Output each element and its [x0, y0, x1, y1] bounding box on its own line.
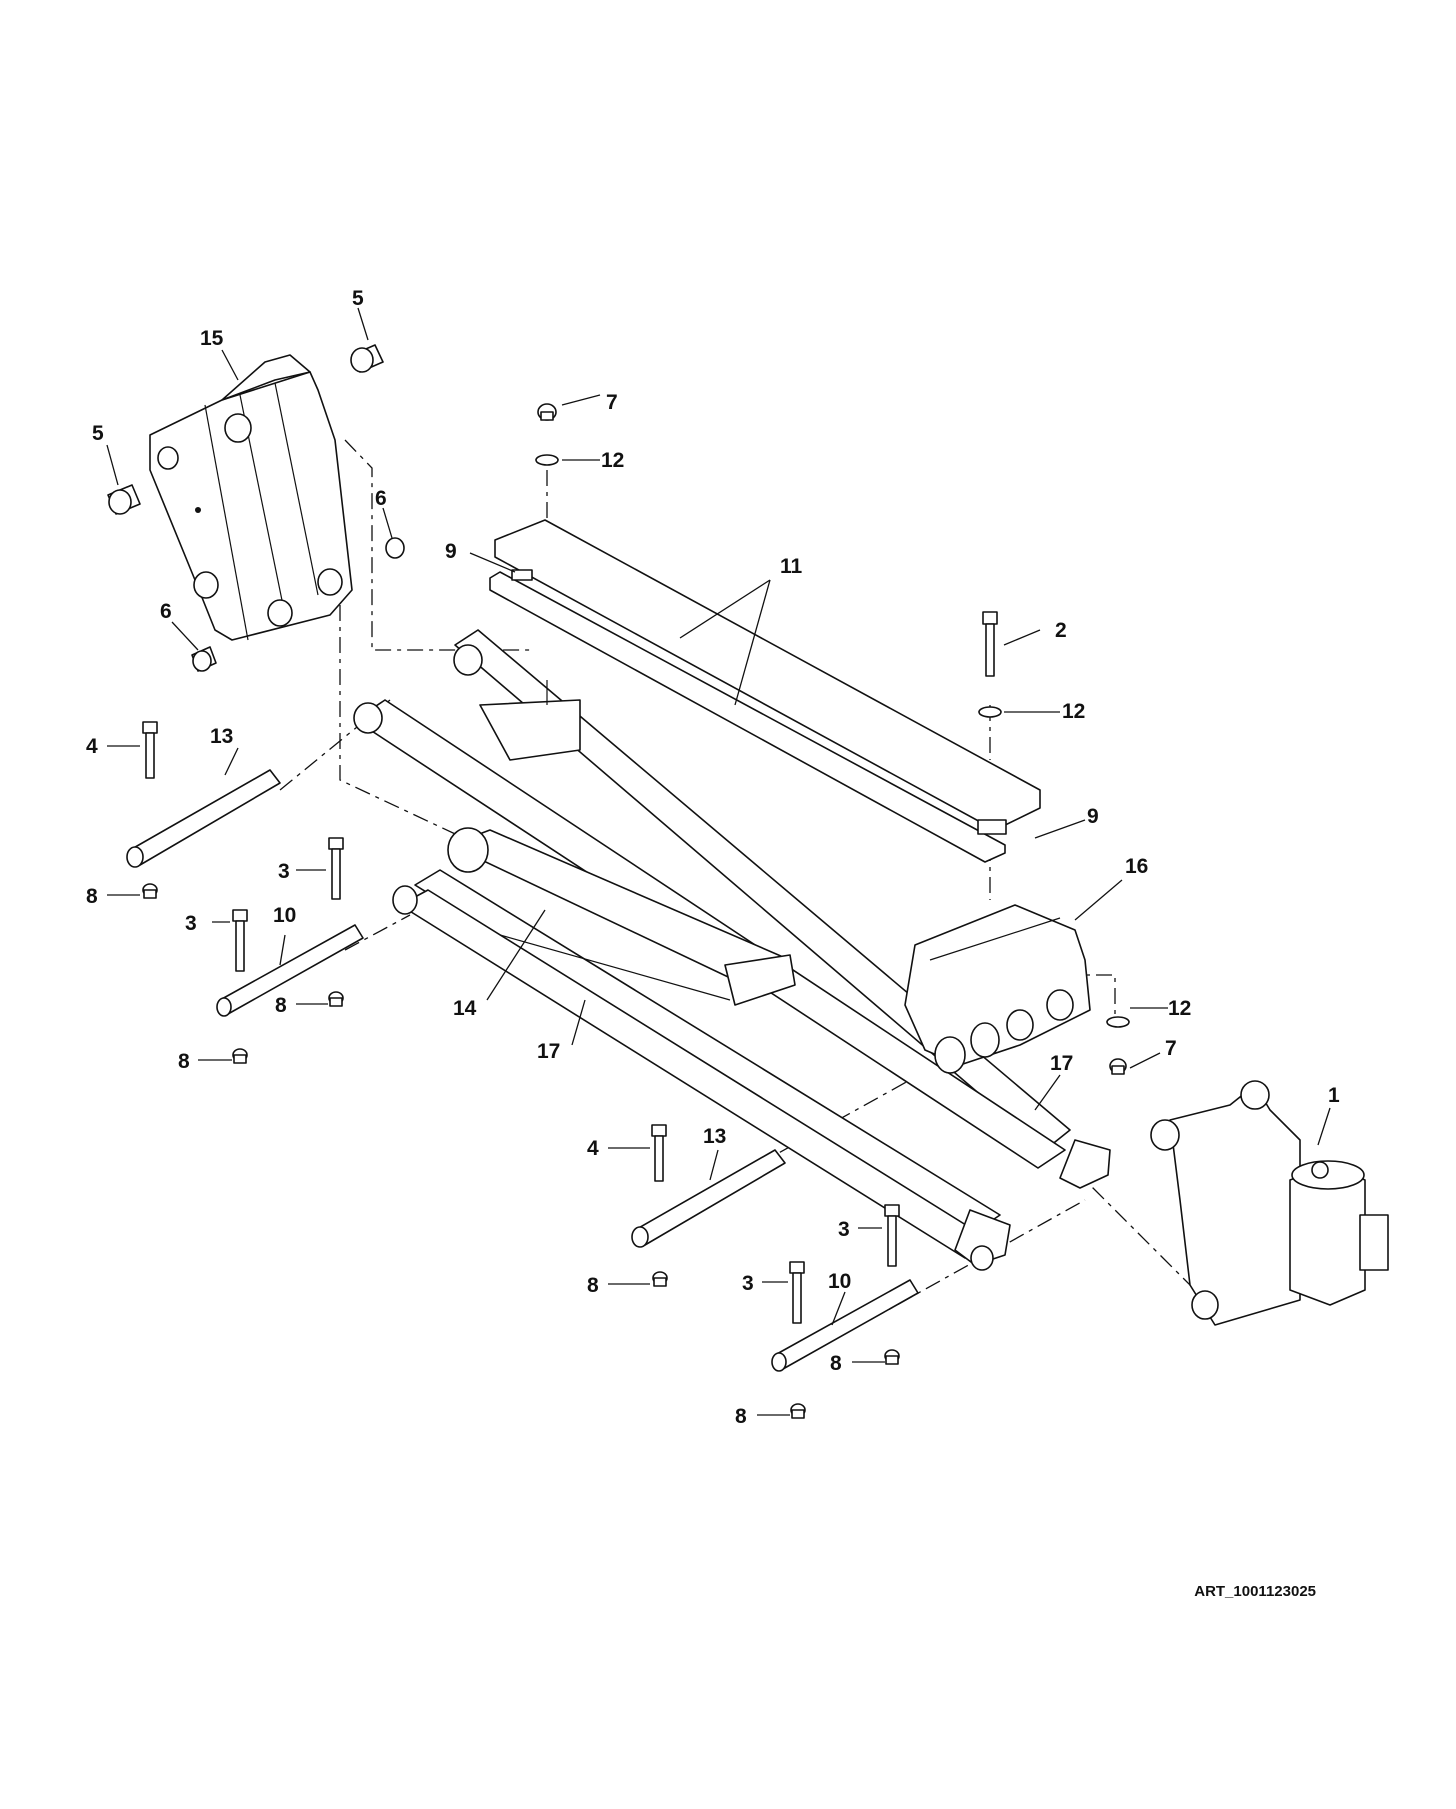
nut-8-c — [232, 1048, 248, 1064]
nut-8-b — [328, 991, 344, 1007]
bolt-4-lower — [651, 1124, 667, 1182]
callout-3: 3 — [185, 912, 197, 935]
mounting-bracket-15 — [149, 354, 353, 641]
rotator-bracket-1 — [1150, 1080, 1389, 1326]
bolt-3-b — [232, 909, 248, 972]
callout-3: 3 — [838, 1218, 850, 1241]
callout-8: 8 — [86, 885, 98, 908]
bolt-2 — [982, 611, 998, 677]
hydraulic-cylinder-14 — [447, 827, 796, 1006]
carriage-16 — [904, 904, 1091, 1074]
pin-13-lower — [631, 1149, 786, 1248]
bushing-5-upper — [350, 344, 384, 373]
callout-17: 17 — [537, 1040, 560, 1063]
nut-7-upper — [537, 403, 557, 421]
callout-1: 1 — [1328, 1084, 1340, 1107]
platform-rail-11 — [489, 519, 1041, 863]
centerline — [339, 605, 501, 856]
callout-12: 12 — [1168, 997, 1191, 1020]
callout-9: 9 — [1087, 805, 1099, 828]
callout-13: 13 — [210, 725, 233, 748]
callout-8: 8 — [275, 994, 287, 1017]
centerline — [1069, 1164, 1201, 1296]
callout-14: 14 — [453, 997, 477, 1020]
nut-8-e — [884, 1349, 900, 1365]
callout-15: 15 — [200, 327, 224, 350]
callout-10: 10 — [273, 904, 296, 927]
pin-10-lower — [771, 1279, 919, 1372]
fasteners — [142, 403, 1130, 1419]
callout-4: 4 — [587, 1137, 599, 1160]
centerline — [344, 439, 530, 651]
callout-8: 8 — [587, 1274, 599, 1297]
callout-7: 7 — [606, 391, 618, 414]
washer-12-front — [1106, 1016, 1130, 1028]
callout-13: 13 — [703, 1125, 726, 1148]
centerline — [344, 914, 411, 951]
callout-11: 11 — [780, 555, 803, 578]
bolt-3-a — [328, 837, 344, 900]
callout-12: 12 — [601, 449, 624, 472]
lower-boom-arm-17 — [392, 869, 1011, 1271]
callout-16: 16 — [1125, 855, 1148, 878]
bushing-6-lower — [191, 646, 217, 672]
callout-2: 2 — [1055, 619, 1067, 642]
callout-6: 6 — [375, 487, 387, 510]
bolt-3-d — [789, 1261, 805, 1324]
washer-12-upper — [535, 454, 559, 466]
callout-5: 5 — [352, 287, 364, 310]
nut-7-front — [1109, 1058, 1127, 1075]
washer-12-bolt — [978, 706, 1002, 718]
callout-4: 4 — [86, 735, 98, 758]
pin-13-upper — [126, 769, 281, 868]
art-reference-id: ART_1001123025 — [1194, 1583, 1316, 1600]
leader-lines — [106, 307, 1331, 1416]
callout-6: 6 — [160, 600, 172, 623]
callout-10: 10 — [828, 1270, 851, 1293]
callout-5: 5 — [92, 422, 104, 445]
callout-8: 8 — [178, 1050, 190, 1073]
callout-3: 3 — [278, 860, 290, 883]
nut-8-d — [652, 1271, 668, 1287]
centerline — [639, 1054, 956, 1231]
nut-8-f — [790, 1403, 806, 1419]
callout-12: 12 — [1062, 700, 1085, 723]
bolt-4-upper — [142, 721, 158, 779]
callout-8: 8 — [735, 1405, 747, 1428]
bushing-6-right — [385, 537, 405, 559]
callout-3: 3 — [742, 1272, 754, 1295]
nut-8-a — [142, 883, 158, 899]
callout-7: 7 — [1165, 1037, 1177, 1060]
bolts — [142, 611, 998, 1324]
pin-10-upper — [216, 924, 364, 1017]
callout-9: 9 — [445, 540, 457, 563]
bolt-3-c — [884, 1204, 900, 1267]
bushing-5-left — [107, 484, 141, 515]
callout-8: 8 — [830, 1352, 842, 1375]
callout-17: 17 — [1050, 1052, 1073, 1075]
